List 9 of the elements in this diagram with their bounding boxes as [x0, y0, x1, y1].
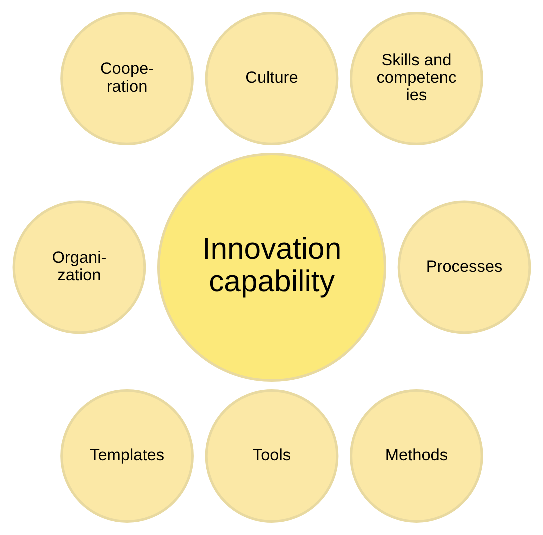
node-circle: Templates — [60, 390, 194, 523]
node-circle: Coope- ration — [60, 12, 194, 146]
node-circle: Culture — [204, 12, 338, 146]
node-circle: Skills and competenc ies — [350, 12, 483, 146]
node-circle: Tools — [204, 390, 338, 523]
node-circle: Methods — [350, 390, 483, 523]
node-circle: Innovation capability — [156, 152, 386, 382]
node-circle: Processes — [397, 200, 531, 334]
node-circle: Organi- zation — [12, 200, 146, 334]
